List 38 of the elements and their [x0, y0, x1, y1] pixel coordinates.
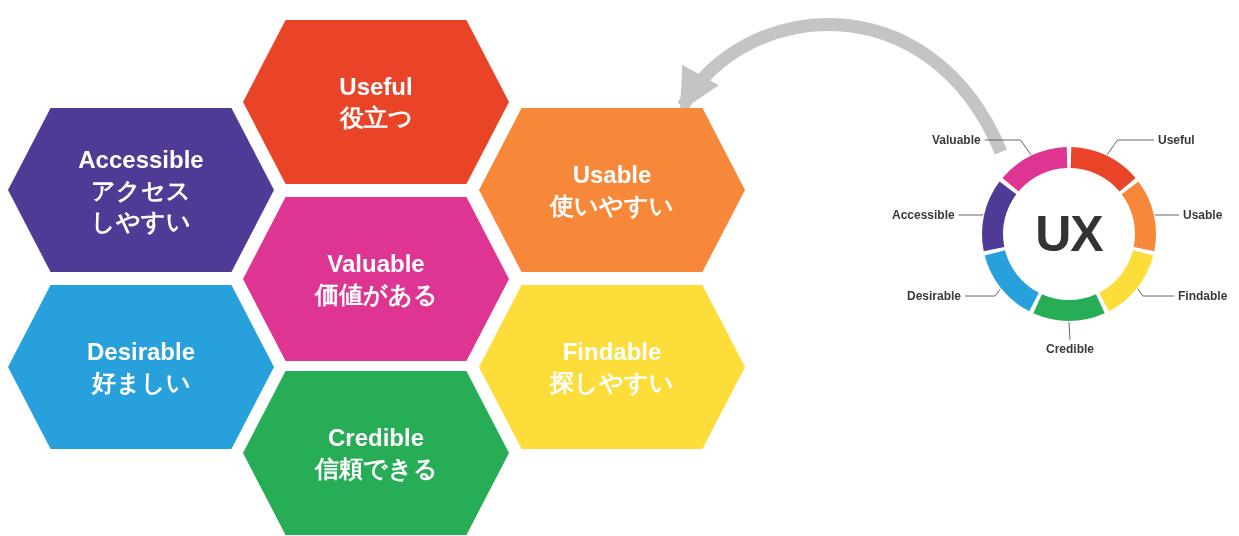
hexagon-title: Accessible [78, 144, 204, 175]
hexagon-subtitle: 価値がある [314, 280, 438, 310]
leader-line [958, 213, 984, 216]
segment-label: Usable [1183, 208, 1223, 222]
hexagon-subtitle: 使いやすい [550, 191, 674, 221]
segment-label: Valuable [932, 133, 981, 147]
ring-segment [984, 250, 1039, 312]
hexagon-title: Valuable [327, 249, 425, 279]
ux-wheel [979, 144, 1159, 324]
hexagon-subtitle: 役立つ [339, 103, 413, 133]
leader-line [964, 288, 1001, 297]
hexagon-title: Desirable [86, 337, 196, 367]
hexagon-subtitle: 好ましい [91, 368, 191, 398]
leader-line [1154, 213, 1180, 216]
leader-line [1068, 321, 1071, 341]
ring-segment [1099, 250, 1154, 312]
ring-segment [1121, 181, 1156, 252]
leader-line [984, 139, 1032, 156]
segment-label: Findable [1178, 289, 1228, 303]
segment-label: Accessible [892, 208, 955, 222]
wheel-center-label: UX [1034, 205, 1104, 264]
ring-segment [1002, 147, 1068, 192]
leader-line [1137, 288, 1175, 297]
hexagon-title: Credible [328, 423, 424, 453]
ring-segment [982, 181, 1017, 252]
hexagon-subtitle: 信頼できる [314, 454, 438, 484]
hexagon-title: Findable [562, 337, 662, 367]
segment-label: Useful [1158, 133, 1195, 147]
hexagon-title: Useful [339, 72, 413, 102]
segment-label: Desirable [907, 289, 962, 303]
hexagon-subtitle: 探しやすい [550, 368, 674, 398]
curved-arrow [677, 18, 1007, 155]
segment-label: Credible [1046, 342, 1094, 356]
ring-segment [1033, 294, 1105, 321]
leader-line [1106, 139, 1155, 156]
hexagon-subtitle: アクセスしやすい [90, 175, 192, 237]
hexagon-title: Usable [572, 160, 652, 190]
ring-segment [1070, 147, 1136, 192]
